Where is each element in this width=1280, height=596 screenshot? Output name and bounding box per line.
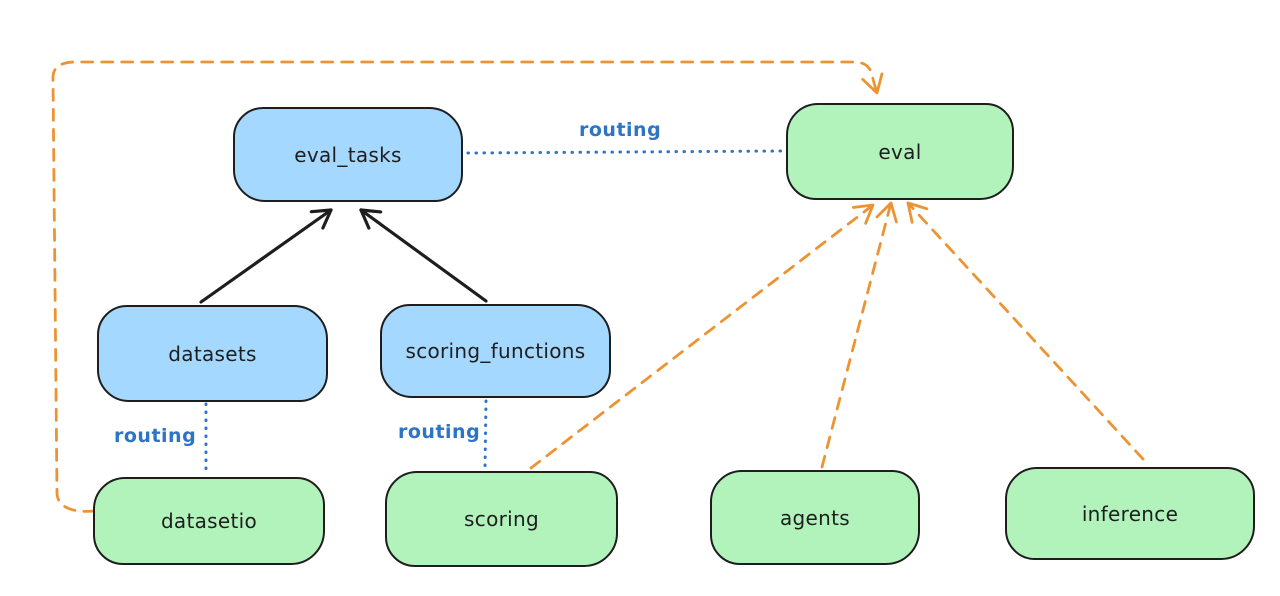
node-datasetio-label: datasetio	[160, 509, 258, 533]
edge-datasets-to-eval_tasks	[199, 208, 333, 304]
node-scoring_functions: scoring_functions	[380, 304, 611, 398]
node-agents-label: agents	[780, 505, 850, 530]
edge-label-routing-scoring_functions-scoring: routing	[398, 421, 481, 443]
node-scoring: scoring	[385, 471, 618, 567]
node-datasetio: datasetio	[93, 477, 325, 565]
edge-agents-to-eval	[820, 201, 898, 469]
node-eval: eval	[786, 103, 1014, 200]
node-datasets-label: datasets	[168, 341, 257, 366]
node-scoring-label: scoring	[464, 507, 539, 531]
node-inference-label: inference	[1081, 501, 1179, 526]
edge-label-routing-datasets-datasetio: routing	[114, 425, 197, 447]
edge-scoring_functions-to-eval_tasks	[359, 208, 488, 303]
node-datasets: datasets	[97, 305, 328, 402]
node-agents: agents	[710, 470, 920, 565]
node-scoring_functions-label: scoring_functions	[405, 339, 586, 363]
node-inference: inference	[1005, 467, 1255, 560]
edge-inference-to-eval	[906, 201, 1145, 461]
edge-label-routing-eval_tasks-eval: routing	[579, 119, 662, 141]
edge-eval_tasks-to-eval-routing	[466, 149, 784, 155]
edge-scoring_functions-to-scoring-routing	[483, 399, 488, 470]
node-eval_tasks-label: eval_tasks	[294, 142, 402, 167]
node-eval-label: eval	[878, 139, 922, 164]
node-eval_tasks: eval_tasks	[233, 107, 463, 202]
